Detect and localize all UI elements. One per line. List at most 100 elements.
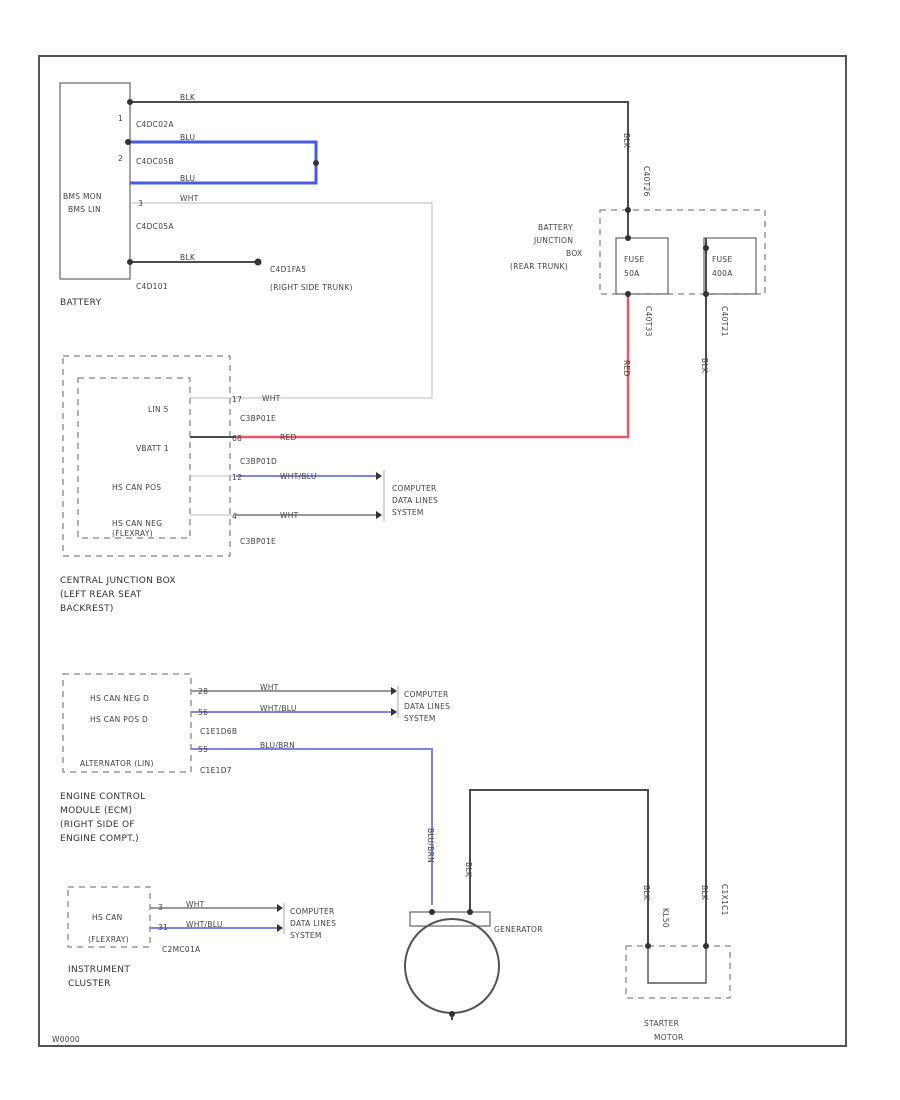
arrow-right-icon [376, 511, 382, 519]
battery-pin-3: 3 [138, 199, 143, 208]
terminal-dot [625, 235, 631, 241]
battery-connector-3: C4DC05A [136, 222, 174, 231]
cjb-wire2-color: RED [280, 433, 297, 442]
ecm-dest-1: COMPUTER [404, 690, 449, 699]
starter-internal-link [647, 946, 707, 984]
cjb-component: LIN 5 VBATT 1 HS CAN POS HS CAN NEG (FLE… [60, 355, 438, 614]
ipc-label-2: CLUSTER [68, 979, 111, 989]
bjb-fuse1-amp: 50A [624, 269, 640, 278]
terminal-dot [429, 909, 435, 915]
bjb-component: FUSE 50A FUSE 400A BATTERY JUNCTION BOX … [236, 133, 766, 946]
cjb-pin-lin: LIN 5 [148, 405, 169, 414]
battery-wire4-color: WHT [180, 194, 199, 203]
generator-b-wire-color: BLK [464, 862, 473, 878]
ipc-dest-3: SYSTEM [290, 931, 322, 940]
cjb-label-1: CENTRAL JUNCTION BOX [60, 576, 176, 586]
arrow-right-icon [391, 687, 397, 695]
bjb-fuse1-name: FUSE [624, 255, 645, 264]
terminal-dot [127, 259, 133, 265]
bjb-connector-a: C40T33 [644, 306, 653, 337]
cjb-pin-12: 12 [232, 473, 242, 482]
battery-component: BMS MON BMS LIN BATTERY BLK C4DC02A BLU … [59, 82, 629, 399]
battery-ground-note: (RIGHT SIDE TRUNK) [270, 283, 353, 292]
ipc-pin-can-note: (FLEXRAY) [88, 935, 129, 944]
ecm-pin-can-neg: HS CAN NEG D [90, 694, 149, 703]
starter-connector-1: KL50 [661, 908, 670, 928]
cjb-pin-can-note: (FLEXRAY) [112, 529, 153, 538]
ecm-label-2: MODULE (ECM) [60, 806, 132, 816]
ecm-connector-1: C1E1D6B [200, 727, 237, 736]
bjb-label-1: BATTERY [538, 223, 573, 232]
arrow-right-icon [391, 708, 397, 716]
terminal-dot [703, 291, 709, 297]
cjb-wire1-color: WHT [262, 394, 281, 403]
ground-point-icon [254, 258, 262, 266]
terminal-dot [625, 291, 631, 297]
ipc-dest-2: DATA LINES [290, 919, 336, 928]
ipc-pin-31: 31 [158, 923, 168, 932]
generator-component: GENERATOR BLU/BRN BLK [404, 789, 649, 1020]
bjb-box [599, 209, 766, 295]
cjb-pin-4: 4 [232, 512, 237, 521]
battery-pin-2: 2 [118, 154, 123, 163]
battery-connector-4: C4D101 [136, 282, 168, 291]
terminal-dot [313, 160, 319, 166]
ecm-dest-2: DATA LINES [404, 702, 450, 711]
starter-wire1-color: BLK [642, 885, 651, 901]
ecm-label-3: (RIGHT SIDE OF [60, 820, 135, 830]
cjb-pin-vbatt: VBATT 1 [136, 444, 169, 453]
terminal-dot [625, 207, 631, 213]
red-vbatt-wire [236, 294, 630, 439]
ecm-pin-55: 55 [198, 745, 208, 754]
ecm-pin-alt: ALTERNATOR (LIN) [80, 759, 154, 768]
cjb-label-3: BACKREST) [60, 604, 114, 614]
generator-icon [404, 918, 500, 1014]
bjb-top-connector: C40T26 [642, 166, 651, 197]
cjb-label-2: (LEFT REAR SEAT [60, 590, 142, 600]
battery-pin-1: 1 [118, 114, 123, 123]
ipc-connector: C2MC01A [162, 945, 201, 954]
terminal-dot [703, 245, 709, 251]
bjb-blk-wire-color: BLK [700, 358, 709, 374]
cjb-wire3-color: WHT/BLU [280, 472, 317, 481]
starter-box [625, 945, 731, 999]
ipc-box [67, 886, 151, 948]
arrow-right-icon [277, 924, 283, 932]
starter-component: BLK KL50 BLK C1X1C1 STARTER MOTOR [625, 884, 731, 1042]
cjb-outer-box [62, 355, 231, 557]
battery-connector-1: C4DC02A [136, 120, 174, 129]
cjb-pin-68: 68 [232, 434, 242, 443]
terminal-dot [127, 99, 133, 105]
terminal-dot [467, 909, 473, 915]
bjb-label-2: JUNCTION [533, 236, 573, 245]
battery-connector-2: C4DC05B [136, 157, 174, 166]
ecm-label-4: ENGINE COMPT.) [60, 834, 139, 844]
terminal-dot [645, 943, 651, 949]
bjb-top-wire-color: BLK [622, 133, 631, 149]
ipc-dest-1: COMPUTER [290, 907, 335, 916]
terminal-dot [703, 943, 709, 949]
ecm-wire2-color: WHT/BLU [260, 704, 297, 713]
starter-connector-2: C1X1C1 [720, 884, 729, 916]
ground-point-icon [449, 1011, 455, 1017]
ipc-wire2-color: WHT/BLU [186, 920, 223, 929]
diagram-frame [38, 55, 847, 1047]
ecm-dest-3: SYSTEM [404, 714, 436, 723]
generator-connector-block [409, 911, 491, 927]
bjb-fuse2-amp: 400A [712, 269, 733, 278]
cjb-pin-can-neg: HS CAN NEG [112, 519, 162, 528]
bjb-fuse1-box [615, 237, 669, 295]
ecm-pin-28: 28 [198, 687, 208, 696]
ipc-component: HS CAN (FLEXRAY) 3 31 WHT WHT/BLU C2MC01… [67, 886, 336, 989]
battery-pin-bms-mon: BMS MON [63, 192, 102, 201]
battery-wire1-color: BLK [180, 93, 196, 102]
bjb-fuse2-box [703, 237, 757, 295]
ipc-label-1: INSTRUMENT [68, 965, 130, 975]
bjb-label-3: BOX [566, 249, 582, 258]
cjb-dest-3: SYSTEM [392, 508, 424, 517]
starter-label-1: STARTER [644, 1019, 679, 1028]
battery-box [59, 82, 131, 280]
battery-main-wire [130, 101, 629, 210]
battery-lin-wire [130, 202, 433, 399]
